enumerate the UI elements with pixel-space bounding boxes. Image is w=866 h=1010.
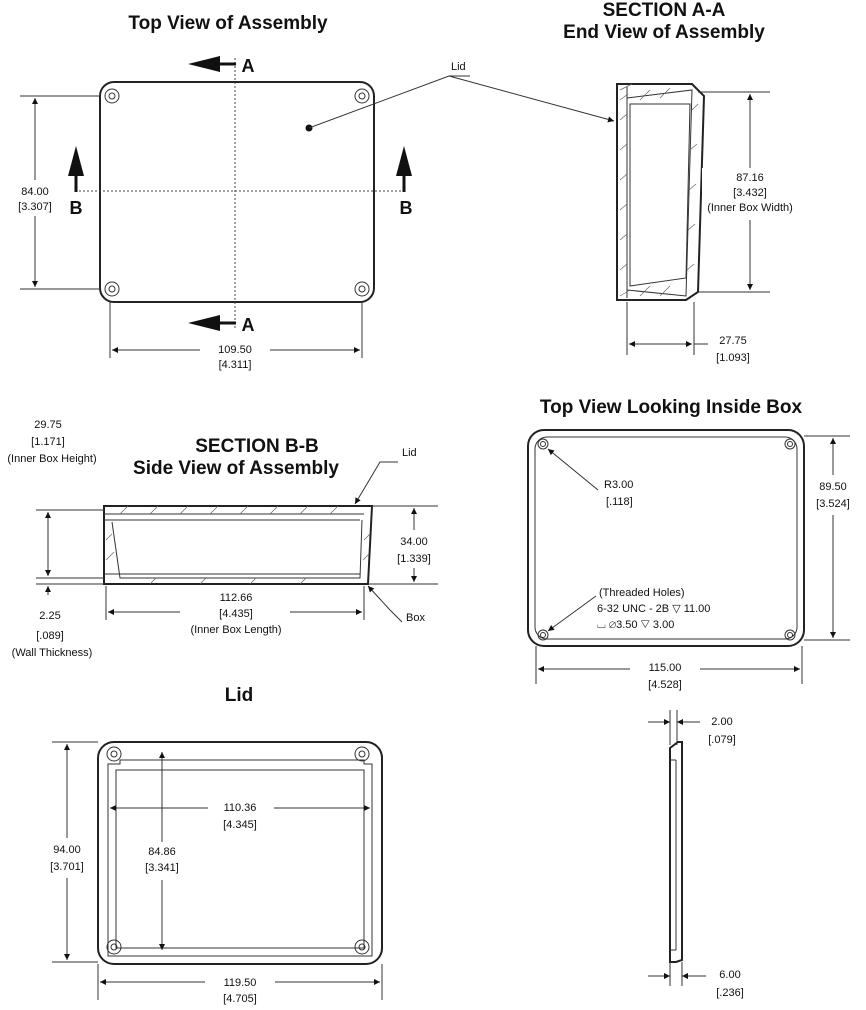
total-height-mm: 34.00 bbox=[400, 536, 428, 548]
box-leader bbox=[367, 585, 403, 623]
inside-inner-outline bbox=[534, 436, 798, 640]
lid-inner-height-in: [3.341] bbox=[145, 862, 179, 874]
lid-leader-bb bbox=[354, 461, 398, 505]
assembly-outline bbox=[99, 81, 375, 303]
inner-width-in: [3.432] bbox=[733, 187, 767, 199]
holes-note-2: 6-32 UNC - 2B ▽ 11.00 bbox=[597, 603, 710, 615]
lid-inner-width-mm: 110.36 bbox=[224, 802, 257, 814]
lid-inner-width-in: [4.345] bbox=[223, 819, 257, 831]
section-a-a: SECTION A-A End View of Assembly 87.16 [… bbox=[563, 0, 800, 364]
radius-mm: R3.00 bbox=[604, 479, 633, 491]
width-dim-mm: 109.50 bbox=[218, 344, 252, 356]
inner-length-mm: 112.66 bbox=[220, 592, 253, 604]
section-aa-title-1: SECTION A-A bbox=[603, 0, 726, 21]
section-bb-title-2: Side View of Assembly bbox=[133, 458, 339, 479]
height-dim-mm: 84.00 bbox=[21, 186, 49, 198]
section-b-label-left: B bbox=[70, 198, 83, 218]
lid-lip-in: [.236] bbox=[716, 987, 744, 999]
threaded-holes-leader bbox=[547, 595, 597, 632]
lid-outer-width-mm: 119.50 bbox=[224, 977, 257, 989]
inside-corner-holes bbox=[537, 438, 796, 641]
height-dim-in: [3.307] bbox=[18, 201, 52, 213]
top-view-inside: Top View Looking Inside Box R3.00 [.118]… bbox=[527, 397, 858, 692]
inner-length-in: [4.435] bbox=[219, 608, 253, 620]
section-b-label-right: B bbox=[400, 198, 413, 218]
end-view-hatching bbox=[619, 83, 699, 297]
section-bb-title-1: SECTION B-B bbox=[195, 436, 319, 457]
lid-thickness-mm: 2.00 bbox=[711, 716, 732, 728]
side-view-hatching bbox=[105, 505, 371, 585]
lid-outer-height-in: [3.701] bbox=[50, 861, 84, 873]
inside-width-mm: 115.00 bbox=[649, 662, 682, 674]
lid-corner-holes bbox=[106, 746, 370, 955]
section-aa-title-2: End View of Assembly bbox=[563, 22, 765, 43]
lid-side-profile: 2.00 [.079] 6.00 [.236] bbox=[648, 710, 744, 999]
wall-in: [.089] bbox=[36, 630, 64, 642]
section-b-b: SECTION B-B Side View of Assembly Lid Bo… bbox=[7, 419, 438, 659]
radius-in: [.118] bbox=[606, 496, 633, 508]
width-dim-in: [4.311] bbox=[219, 359, 252, 371]
inside-width-in: [4.528] bbox=[648, 679, 682, 691]
wall-note: (Wall Thickness) bbox=[12, 647, 93, 659]
total-height-in: [1.339] bbox=[397, 553, 431, 565]
lid-title: Lid bbox=[225, 685, 254, 706]
inside-height-mm: 89.50 bbox=[819, 481, 847, 493]
wall-mm: 2.25 bbox=[39, 610, 60, 622]
lid-outer-outline bbox=[97, 741, 383, 965]
inner-length-note: (Inner Box Length) bbox=[190, 624, 281, 636]
section-a-label-top: A bbox=[242, 56, 255, 76]
top-view-title: Top View of Assembly bbox=[128, 13, 328, 34]
depth-dim-in: [1.093] bbox=[716, 352, 750, 364]
lid-inner-height-mm: 84.86 bbox=[148, 846, 176, 858]
holes-note-1: (Threaded Holes) bbox=[599, 587, 685, 599]
top-view-assembly: Top View of Assembly A A B B Lid bbox=[12, 13, 615, 374]
inner-height-in: [1.171] bbox=[31, 436, 65, 448]
inner-height-mm: 29.75 bbox=[34, 419, 62, 431]
lid-lip-mm: 6.00 bbox=[719, 969, 740, 981]
inner-width-mm: 87.16 bbox=[736, 172, 764, 184]
lid-outer-width-in: [4.705] bbox=[223, 993, 257, 1005]
inner-width-note: (Inner Box Width) bbox=[707, 202, 793, 214]
lid-outer-height-mm: 94.00 bbox=[53, 844, 81, 856]
holes-note-3: ⌴ ∅3.50 ▽ 3.00 bbox=[597, 619, 674, 631]
side-view-outline bbox=[103, 505, 374, 585]
inside-view-title: Top View Looking Inside Box bbox=[540, 397, 803, 418]
lid-view: Lid 94.00 [3.701] 84.86 [3.341] 110.36 [… bbox=[44, 685, 383, 1006]
inside-height-in: [3.524] bbox=[816, 498, 850, 510]
inside-outer-outline bbox=[527, 429, 805, 647]
lid-callout: Lid bbox=[451, 61, 466, 73]
section-arrow-a-top bbox=[188, 56, 220, 72]
lid-leader bbox=[308, 75, 470, 129]
radius-leader bbox=[547, 448, 599, 491]
section-arrow-a-bottom bbox=[188, 315, 220, 331]
section-a-label-bottom: A bbox=[242, 315, 255, 335]
inner-height-note: (Inner Box Height) bbox=[7, 453, 96, 465]
lid-inner-outline bbox=[107, 759, 373, 957]
section-arrow-b-left bbox=[68, 146, 84, 176]
box-callout: Box bbox=[406, 612, 425, 624]
section-arrow-b-right bbox=[396, 146, 412, 176]
corner-holes bbox=[104, 88, 370, 297]
lid-callout-bb: Lid bbox=[402, 447, 417, 459]
depth-dim-mm: 27.75 bbox=[719, 335, 747, 347]
lid-thickness-in: [.079] bbox=[708, 734, 736, 746]
